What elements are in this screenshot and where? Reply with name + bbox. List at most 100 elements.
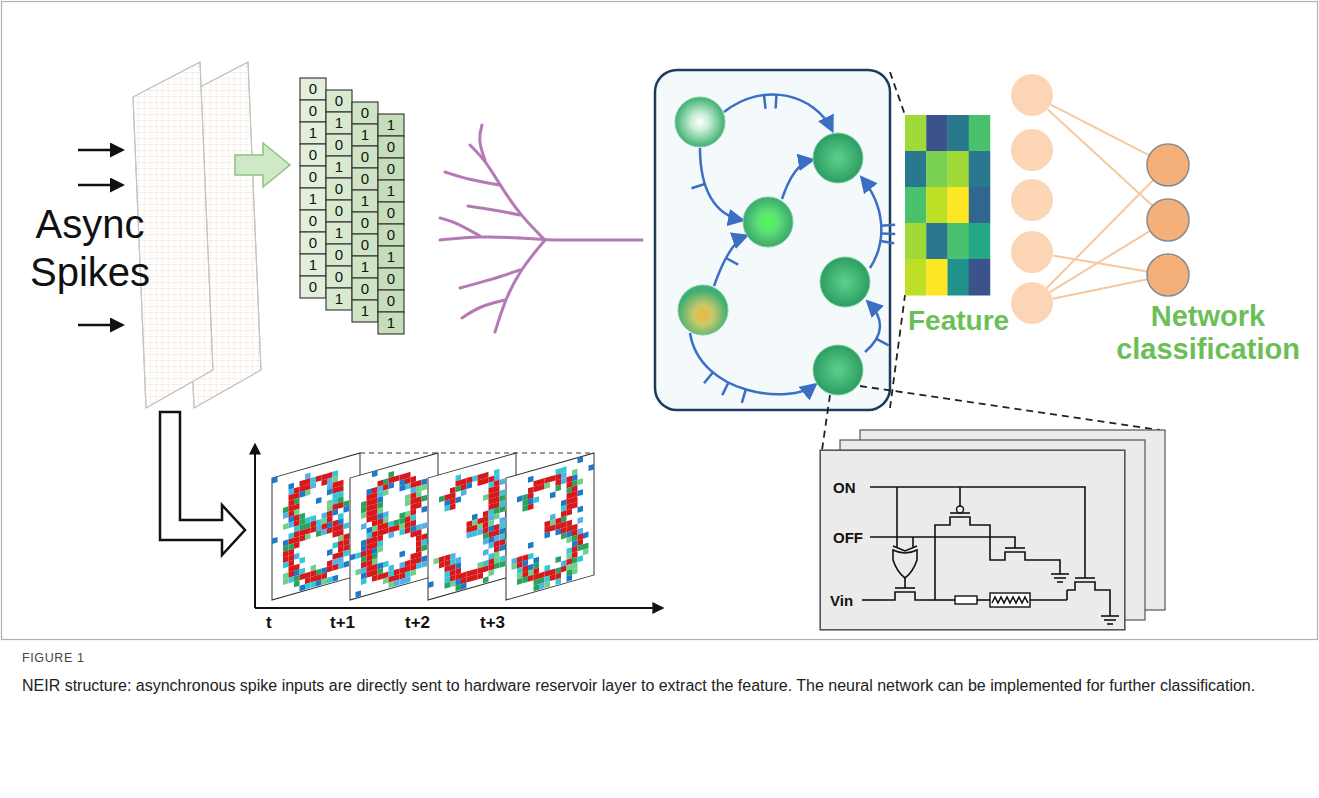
dendrite-branch <box>495 240 545 332</box>
classifier-label: Network classification <box>1108 300 1308 367</box>
event-pixel <box>389 581 395 588</box>
input-arrow <box>78 184 122 187</box>
zoom-guide <box>890 72 905 115</box>
flow-arrow <box>160 412 245 555</box>
event-pixel <box>528 553 534 560</box>
event-pixel <box>316 475 322 482</box>
event-pixel <box>523 576 529 583</box>
network-weight <box>1047 109 1152 206</box>
time-axis <box>255 607 662 609</box>
input-arrow <box>78 149 122 152</box>
event-frame <box>428 453 516 600</box>
event-pixel <box>327 527 333 534</box>
ground-symbol <box>1107 623 1113 625</box>
event-pixel <box>467 482 473 489</box>
time-label: t+3 <box>480 613 505 633</box>
transistor-gate <box>1014 540 1016 548</box>
feature-cell <box>969 151 991 188</box>
feature-cell <box>905 223 927 260</box>
event-pixel <box>550 574 556 581</box>
event-pixel <box>333 564 339 571</box>
event-pixel <box>400 578 406 585</box>
event-pixel <box>372 575 378 582</box>
reservoir-synapse <box>782 160 812 199</box>
event-pixel <box>422 484 428 491</box>
time-label: t+2 <box>405 613 430 633</box>
input-arrow <box>78 324 122 327</box>
event-pixel <box>461 583 467 590</box>
event-pixel <box>550 524 556 531</box>
event-pixel <box>283 523 289 530</box>
circuit-wire <box>912 537 914 547</box>
event-pixel <box>383 577 389 584</box>
event-pixel <box>534 496 540 503</box>
delay-tick <box>742 389 746 402</box>
frame-guide <box>360 453 594 454</box>
event-pixel <box>389 482 395 489</box>
event-pixel <box>378 546 384 553</box>
event-pixel <box>567 536 573 543</box>
delay-tick <box>691 184 704 188</box>
event-pixel <box>489 569 495 576</box>
event-pixel <box>545 581 551 588</box>
feature-cell <box>905 151 927 188</box>
circuit-panel <box>820 450 1125 630</box>
event-pixel <box>367 571 373 578</box>
event-pixel <box>583 548 589 555</box>
event-pixel <box>428 581 434 588</box>
transistor-gate <box>904 580 906 588</box>
input-neuron <box>1011 179 1053 221</box>
event-pixel <box>405 499 411 506</box>
feature-cell <box>905 259 927 296</box>
event-pixel <box>483 494 489 501</box>
circuit-wire <box>935 525 942 600</box>
event-pixel <box>472 530 478 537</box>
event-pixel <box>528 503 534 510</box>
event-pixel <box>327 576 333 583</box>
event-pixel <box>422 506 428 513</box>
event-pixel <box>456 584 462 591</box>
event-pixel <box>556 528 562 535</box>
ground-symbol <box>1057 581 1063 583</box>
event-pixel <box>500 544 506 551</box>
circuit-wire <box>978 525 997 560</box>
network-weight <box>1051 105 1150 156</box>
event-pixel <box>389 532 395 539</box>
event-pixel <box>528 542 534 549</box>
network-weight <box>1053 279 1148 299</box>
feature-cell <box>926 151 948 188</box>
output-neuron <box>1147 254 1189 296</box>
event-pixel <box>344 550 350 557</box>
event-pixel <box>450 503 456 510</box>
event-pixel <box>578 506 584 513</box>
event-pixel <box>378 573 384 580</box>
event-pixel <box>489 542 495 549</box>
event-pixel <box>483 549 489 556</box>
event-pixel <box>300 584 306 591</box>
event-pixel <box>439 495 445 502</box>
event-frame <box>272 453 360 600</box>
event-pixel <box>383 489 389 496</box>
event-pixel <box>483 565 489 572</box>
event-pixel <box>439 561 445 568</box>
event-pixel <box>500 506 506 513</box>
event-pixel <box>327 488 333 495</box>
reservoir-neuron <box>678 285 728 335</box>
xor-gate <box>893 546 917 551</box>
circuit-wire <box>923 599 955 601</box>
event-pixel <box>327 549 333 556</box>
dendrite-branch <box>480 125 485 160</box>
event-pixel <box>400 484 406 491</box>
event-pixel <box>283 512 289 519</box>
event-pixel <box>338 562 344 569</box>
transistor-channel <box>942 517 978 525</box>
event-pixel <box>534 485 540 492</box>
delay-tick <box>764 95 766 109</box>
figure-frame <box>2 2 1318 640</box>
event-pixel <box>272 476 278 483</box>
feature-cell <box>905 187 927 224</box>
event-pixel <box>356 552 362 559</box>
signal-name: ON <box>833 479 856 496</box>
input-neuron <box>1011 282 1053 324</box>
